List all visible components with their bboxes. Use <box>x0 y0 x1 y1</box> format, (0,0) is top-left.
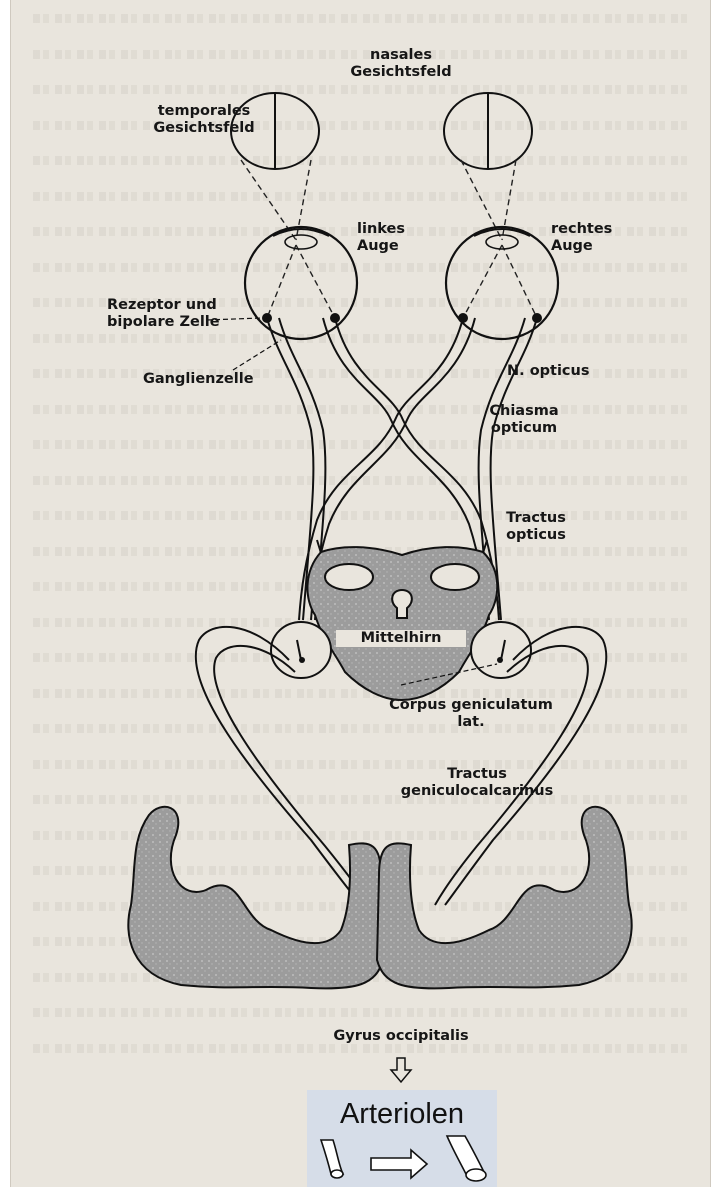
label-temporal-field: temporales Gesichtsfeld <box>144 103 264 137</box>
visual-pathway-diagram <box>11 0 710 1187</box>
right-visual-field <box>444 93 532 169</box>
narrow-arteriole-icon <box>321 1140 343 1178</box>
label-geniculocalcarine: Tractus geniculocalcarinus <box>377 766 577 800</box>
label-optic-tract: Tractus opticus <box>481 510 591 544</box>
book-page: nasales Gesichtsfeld temporales Gesichts… <box>10 0 711 1187</box>
label-occipital: Gyrus occipitalis <box>291 1028 511 1045</box>
midbrain <box>307 547 497 700</box>
label-left-eye: linkes Auge <box>357 221 405 255</box>
label-receptor: Rezeptor und bipolare Zelle <box>107 297 220 331</box>
label-optic-nerve: N. opticus <box>507 363 589 380</box>
label-ganglion: Ganglienzelle <box>143 371 254 388</box>
hollow-down-arrow-icon <box>391 1058 411 1082</box>
label-midbrain: Mittelhirn <box>336 630 466 647</box>
hollow-right-arrow-icon <box>371 1150 427 1178</box>
label-right-eye: rechtes Auge <box>551 221 612 255</box>
label-nasal-field: nasales Gesichtsfeld <box>341 47 461 81</box>
dilated-arteriole-icon <box>447 1136 486 1181</box>
arteriolen-illustration <box>307 1090 497 1187</box>
label-chiasm: Chiasma opticum <box>469 403 579 437</box>
left-eye <box>245 227 357 339</box>
arteriolen-panel: Arteriolen <box>307 1090 497 1187</box>
occipital-cortex-left <box>128 807 383 989</box>
label-lgn: Corpus geniculatum lat. <box>371 697 571 731</box>
occipital-cortex-right <box>377 807 632 989</box>
